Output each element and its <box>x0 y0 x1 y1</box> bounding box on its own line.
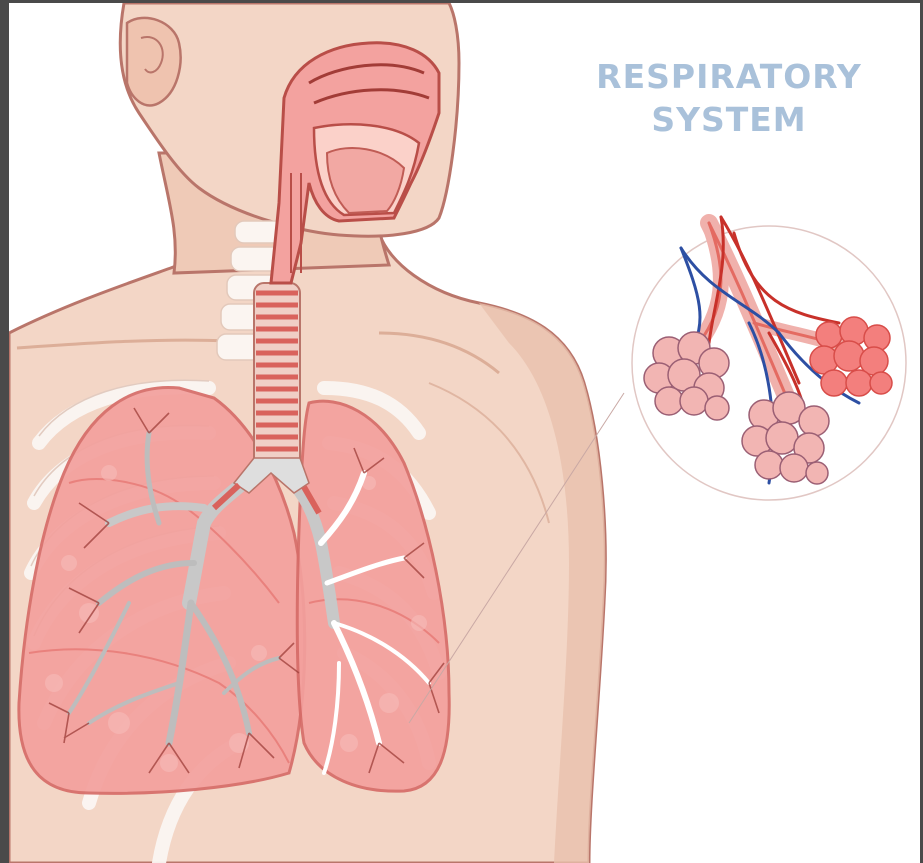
alveoli-inset <box>632 217 906 500</box>
title-line-1: RESPIRATORY <box>569 55 889 98</box>
title-line-2: SYSTEM <box>569 98 889 141</box>
alveolar-cluster-right <box>810 317 892 396</box>
diagram-title: RESPIRATORY SYSTEM <box>569 55 889 141</box>
illustration-canvas: RESPIRATORY SYSTEM <box>9 3 920 863</box>
